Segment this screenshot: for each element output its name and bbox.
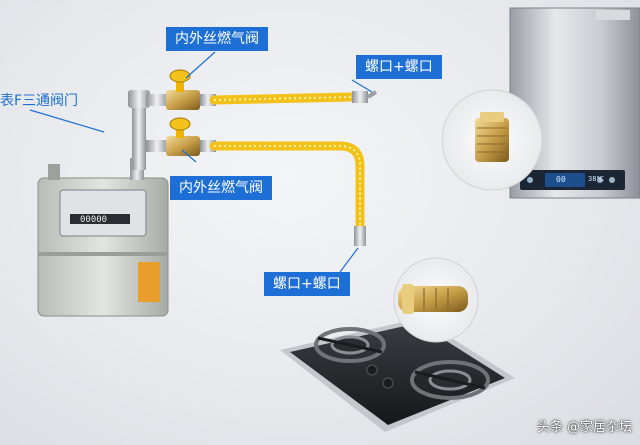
valve-top bbox=[166, 69, 200, 110]
label-meter-tee: 气表F三通阀门 bbox=[0, 93, 79, 109]
meter-counter: 00000 bbox=[80, 215, 108, 225]
label-thread-top: 螺口+螺口 bbox=[356, 55, 442, 79]
label-thread-bottom: 螺口+螺口 bbox=[264, 272, 350, 296]
label-valve-bottom: 内外丝燃气阀 bbox=[170, 176, 272, 200]
leader-lines bbox=[29, 51, 373, 273]
heater-lcd: 00 bbox=[556, 175, 566, 184]
valve-bottom bbox=[166, 117, 200, 156]
tee-pipe bbox=[128, 90, 168, 170]
hose-bottom bbox=[200, 140, 366, 246]
hose-top bbox=[200, 90, 378, 106]
stove-fitting-closeup bbox=[393, 257, 479, 343]
heater-status: 38℃ bbox=[588, 175, 605, 183]
watermark: 头条 @家居杂坛 bbox=[536, 420, 632, 435]
label-valve-top: 内外丝燃气阀 bbox=[166, 27, 268, 51]
gas-meter bbox=[37, 158, 169, 317]
gas-stove bbox=[280, 318, 515, 432]
heater-fitting-closeup bbox=[441, 89, 543, 191]
